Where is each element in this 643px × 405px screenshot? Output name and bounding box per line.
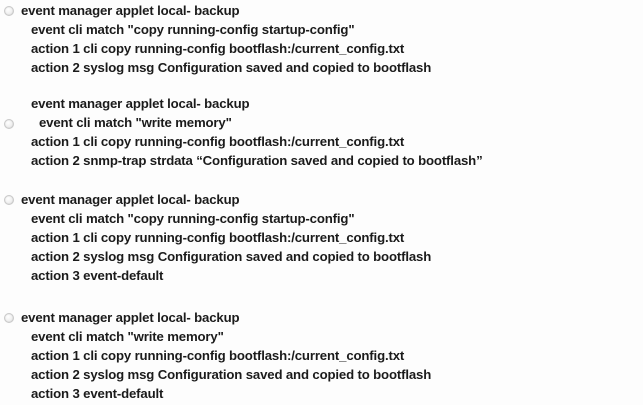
config-line: event manager applet local- backup bbox=[31, 96, 250, 111]
config-line: action 2 snmp-trap strdata “Configuratio… bbox=[31, 153, 483, 168]
option-1-radio-button[interactable] bbox=[4, 6, 14, 16]
config-line: action 1 cli copy running-config bootfla… bbox=[31, 41, 405, 56]
config-line: action 2 syslog msg Configuration saved … bbox=[31, 249, 432, 264]
config-line: event manager applet local- backup bbox=[21, 3, 240, 18]
config-line: event cli match "write memory" bbox=[31, 329, 224, 344]
config-line: event manager applet local- backup bbox=[21, 192, 240, 207]
config-line: action 3 event-default bbox=[31, 268, 164, 283]
config-line: event manager applet local- backup bbox=[21, 310, 240, 325]
option-4-radio-button[interactable] bbox=[4, 313, 14, 323]
config-line: action 2 syslog msg Configuration saved … bbox=[31, 60, 432, 75]
option-3-radio-button[interactable] bbox=[4, 195, 14, 205]
config-line: action 3 event-default bbox=[31, 386, 164, 401]
option-4-text-block: event manager applet local- backup event… bbox=[0, 308, 643, 403]
config-line: action 1 cli copy running-config bootfla… bbox=[31, 348, 405, 363]
option-3-text-block: event manager applet local- backup event… bbox=[0, 190, 643, 285]
config-line: action 1 cli copy running-config bootfla… bbox=[31, 134, 405, 149]
config-line: action 2 syslog msg Configuration saved … bbox=[31, 367, 432, 382]
option-2-radio-button[interactable] bbox=[4, 119, 14, 129]
option-1-text-block: event manager applet local- backup event… bbox=[0, 1, 643, 77]
config-line: action 1 cli copy running-config bootfla… bbox=[31, 230, 405, 245]
config-line: event cli match "copy running-config sta… bbox=[31, 22, 355, 37]
config-line: event cli match "copy running-config sta… bbox=[31, 211, 355, 226]
config-line: event cli match "write memory" bbox=[39, 115, 232, 130]
option-2-text-block: event manager applet local- backup event… bbox=[0, 94, 643, 170]
